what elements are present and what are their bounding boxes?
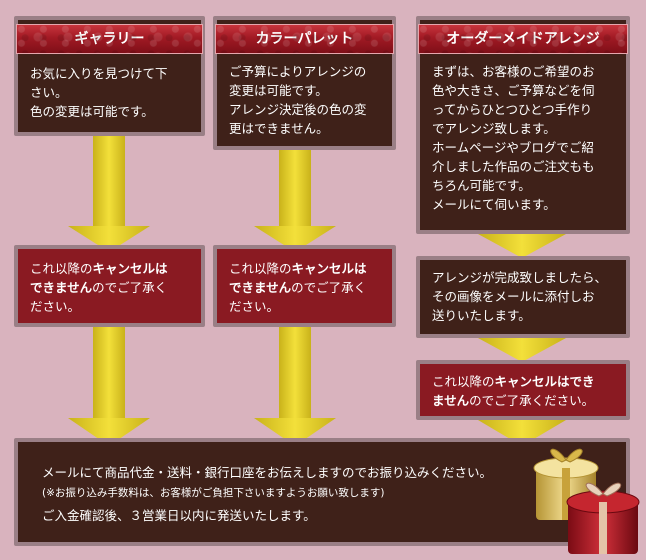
order-desc-line: ってからひとつひとつ手作り [432,102,593,117]
color-palette-notice-box: これ以降のキャンセルは できませんのでご了承く ださい。 [213,245,396,327]
final-line-3: ご入金確認後、３営業日以内に発送いたします。 [42,508,316,523]
flow-arrow-col3-c [478,420,566,446]
gallery-notice-text: これ以降のキャンセルは できませんのでご了承く ださい。 [18,249,201,316]
order-step2-box: アレンジが完成致しましたら、 その画像をメールに添付しお 送りいたします。 [416,256,630,338]
final-line-1: メールにて商品代金・送料・銀行口座をお伝えしますのでお振り込みください。 [42,465,493,480]
order-desc-line: メールにて伺います。 [432,197,556,212]
order-made-box: オーダーメイドアレンジ まずは、お客様のご希望のお 色や大きさ、ご予算などを伺 … [416,16,630,234]
color-palette-box: カラーパレット ご予算によりアレンジの 変更は可能です。 アレンジ決定後の色の変… [213,16,396,150]
notice-bold: キャンセルは [291,261,367,276]
gallery-notice-box: これ以降のキャンセルは できませんのでご了承く ださい。 [14,245,205,327]
notice-text: これ以降の [229,261,292,276]
notice-bold: キャンセルはでき [494,374,595,389]
gallery-desc-line: お気に入りを見つけて下 [30,66,168,81]
palette-desc-line: 更はできません。 [229,121,329,136]
gift-boxes-illustration [533,448,640,554]
notice-text: これ以降の [432,374,495,389]
order-desc-line: でアレンジ致します。 [432,121,556,136]
order-desc-line: ちろん可能です。 [432,178,531,193]
notice-text: これ以降の [30,261,93,276]
order-notice-box: これ以降のキャンセルはでき ませんのでご了承ください。 [416,360,630,420]
color-palette-description: ご予算によりアレンジの 変更は可能です。 アレンジ決定後の色の変 更はできません… [217,20,392,138]
notice-text: ださい。 [30,299,81,314]
palette-desc-line: ご予算によりアレンジの [229,64,367,79]
order-desc-line: 介しました作品のご注文もも [432,159,595,174]
notice-bold: ません [432,393,470,408]
flow-arrow-col3-b [478,338,566,362]
flow-arrow-col2-b [254,326,336,446]
color-palette-header: カラーパレット [215,24,394,54]
flow-arrow-col1-b [68,326,150,446]
notice-text: のでご了承く [92,280,168,295]
notice-bold: できません [229,280,292,295]
step2-line: アレンジが完成致しましたら、 [432,270,608,285]
flow-arrow-col2-a [254,150,336,252]
palette-desc-line: アレンジ決定後の色の変 [229,102,367,117]
order-made-header: オーダーメイドアレンジ [418,24,628,54]
final-box: メールにて商品代金・送料・銀行口座をお伝えしますのでお振り込みください。 (※お… [14,438,630,546]
notice-text: のでご了承ください。 [469,393,595,408]
gallery-desc-line: 色の変更は可能です。 [30,104,154,119]
palette-notice-text: これ以降のキャンセルは できませんのでご了承く ださい。 [217,249,392,316]
order-desc-line: ホームページやブログでご紹 [432,140,594,155]
red-gift-box-icon [566,482,640,554]
final-text: メールにて商品代金・送料・銀行口座をお伝えしますのでお振り込みください。 (※お… [18,442,626,529]
palette-desc-line: 変更は可能です。 [229,83,328,98]
step2-line: その画像をメールに添付しお [432,289,595,304]
order-step2-text: アレンジが完成致しましたら、 その画像をメールに添付しお 送りいたします。 [420,260,626,325]
flow-arrow-col3-a [478,234,566,258]
gallery-description: お気に入りを見つけて下 さい。 色の変更は可能です。 [18,20,201,121]
notice-bold: できません [30,280,93,295]
order-made-description: まずは、お客様のご希望のお 色や大きさ、ご予算などを伺 ってからひとつひとつ手作… [420,20,626,214]
order-desc-line: まずは、お客様のご希望のお [432,64,595,79]
notice-bold: キャンセルは [92,261,168,276]
gallery-box: ギャラリー お気に入りを見つけて下 さい。 色の変更は可能です。 [14,16,205,136]
notice-text: のでご了承く [291,280,367,295]
gallery-desc-line: さい。 [30,85,68,100]
notice-text: ださい。 [229,299,280,314]
flow-arrow-col1-a [68,134,150,252]
order-desc-line: 色や大きさ、ご予算などを伺 [432,83,595,98]
final-line-2: (※お振り込み手数料は、お客様がご負担下さいますようお願い致します) [42,487,385,499]
order-notice-text: これ以降のキャンセルはでき ませんのでご了承ください。 [420,364,626,410]
gallery-header: ギャラリー [16,24,203,54]
step2-line: 送りいたします。 [432,308,531,323]
